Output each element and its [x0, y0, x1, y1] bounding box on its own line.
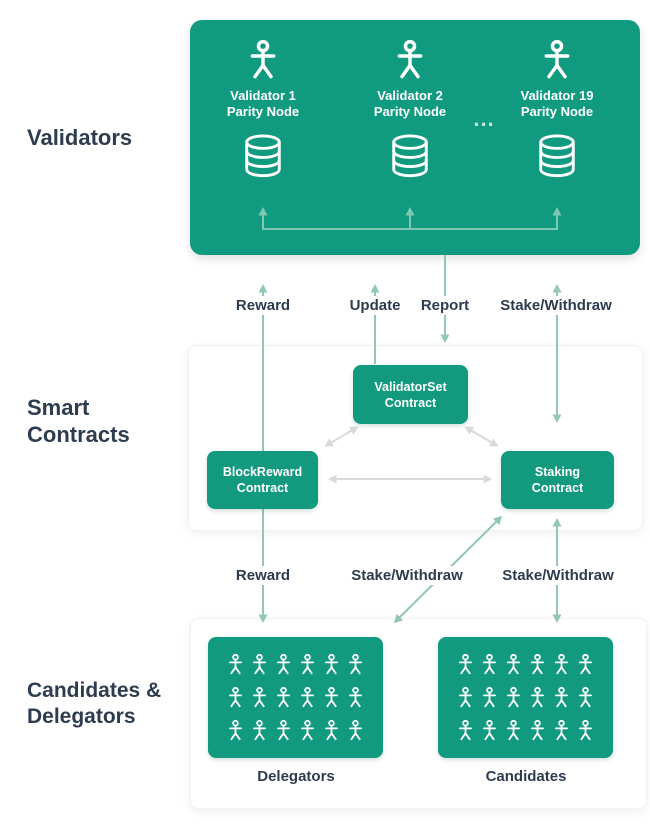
person-icon [325, 720, 339, 741]
validator-node-1: Validator 1 Parity Node [203, 40, 323, 182]
group-label-delegators: Delegators [257, 768, 335, 785]
person-icon [349, 720, 363, 741]
contract-name-line: ValidatorSet [374, 379, 447, 394]
validator-node-2: Validator 2 Parity Node [350, 40, 470, 182]
person-icon [228, 720, 242, 741]
node-subtitle: Parity Node [373, 104, 447, 119]
database-icon [392, 134, 428, 178]
person-icon [325, 687, 339, 708]
person-icon [506, 720, 520, 741]
contract-name-line: Staking [534, 465, 581, 479]
person-icon [555, 687, 569, 708]
section-label-validators: Validators [27, 125, 133, 150]
person-icon [482, 687, 496, 708]
flow-label-update: Update [344, 296, 406, 315]
delegators-box [208, 637, 383, 758]
person-icon [276, 687, 290, 708]
person-icon [482, 654, 496, 675]
flow-label-reward-bottom: Reward [230, 566, 296, 585]
person-icon [397, 40, 423, 79]
person-icon [458, 720, 472, 741]
person-icon [276, 720, 290, 741]
node-name: Validator 1 [230, 88, 296, 103]
staking-contract: Staking Contract [501, 451, 614, 509]
person-icon [252, 720, 266, 741]
person-icon [555, 720, 569, 741]
person-icon [531, 687, 545, 708]
validator-set-contract: ValidatorSet Contract [353, 365, 468, 424]
node-name: Validator 2 [377, 88, 443, 103]
person-icon [250, 40, 276, 79]
flow-label-reward-top: Reward [230, 296, 296, 315]
ellipsis: ... [473, 106, 495, 131]
person-icon [325, 654, 339, 675]
person-icon [555, 654, 569, 675]
person-icon [276, 654, 290, 675]
flow-label-stake-withdraw-top: Stake/Withdraw [495, 296, 617, 315]
person-icon [301, 687, 315, 708]
person-icon [228, 687, 242, 708]
contract-name-line: Contract [236, 481, 289, 495]
person-icon [579, 654, 593, 675]
person-icon [252, 687, 266, 708]
person-icon [579, 720, 593, 741]
person-icon [349, 687, 363, 708]
flow-label-stake-withdraw-mid: Stake/Withdraw [346, 566, 468, 585]
person-icon [228, 654, 242, 675]
node-name: Validator 19 [520, 88, 594, 103]
person-icon [506, 687, 520, 708]
candidates-box [438, 637, 613, 758]
group-label-candidates: Candidates [485, 768, 567, 785]
section-label-candidates-delegators: Candidates & Delegators [27, 679, 162, 728]
contract-name-line: Contract [384, 395, 437, 410]
person-icon [252, 654, 266, 675]
node-subtitle: Parity Node [520, 104, 594, 119]
validator-node-19: Validator 19 Parity Node [497, 40, 617, 182]
person-icon [301, 654, 315, 675]
person-icon [482, 720, 496, 741]
person-icon [301, 720, 315, 741]
validators-panel: Validator 1 Parity Node Validator 2 Pari… [190, 20, 640, 255]
flow-label-stake-withdraw-right: Stake/Withdraw [497, 566, 619, 585]
person-icon [544, 40, 570, 79]
block-reward-contract: BlockReward Contract [207, 451, 318, 509]
node-subtitle: Parity Node [226, 104, 300, 119]
contract-name-line: Contract [531, 481, 584, 495]
person-icon [506, 654, 520, 675]
person-icon [458, 687, 472, 708]
person-icon [349, 654, 363, 675]
database-icon [539, 134, 575, 178]
person-icon [531, 654, 545, 675]
section-label-smart-contracts: Smart Contracts [27, 395, 130, 447]
person-icon [579, 687, 593, 708]
person-icon [458, 654, 472, 675]
contract-name-line: BlockReward [222, 465, 303, 479]
person-icon [531, 720, 545, 741]
flow-label-report: Report [415, 296, 475, 315]
database-icon [245, 134, 281, 178]
